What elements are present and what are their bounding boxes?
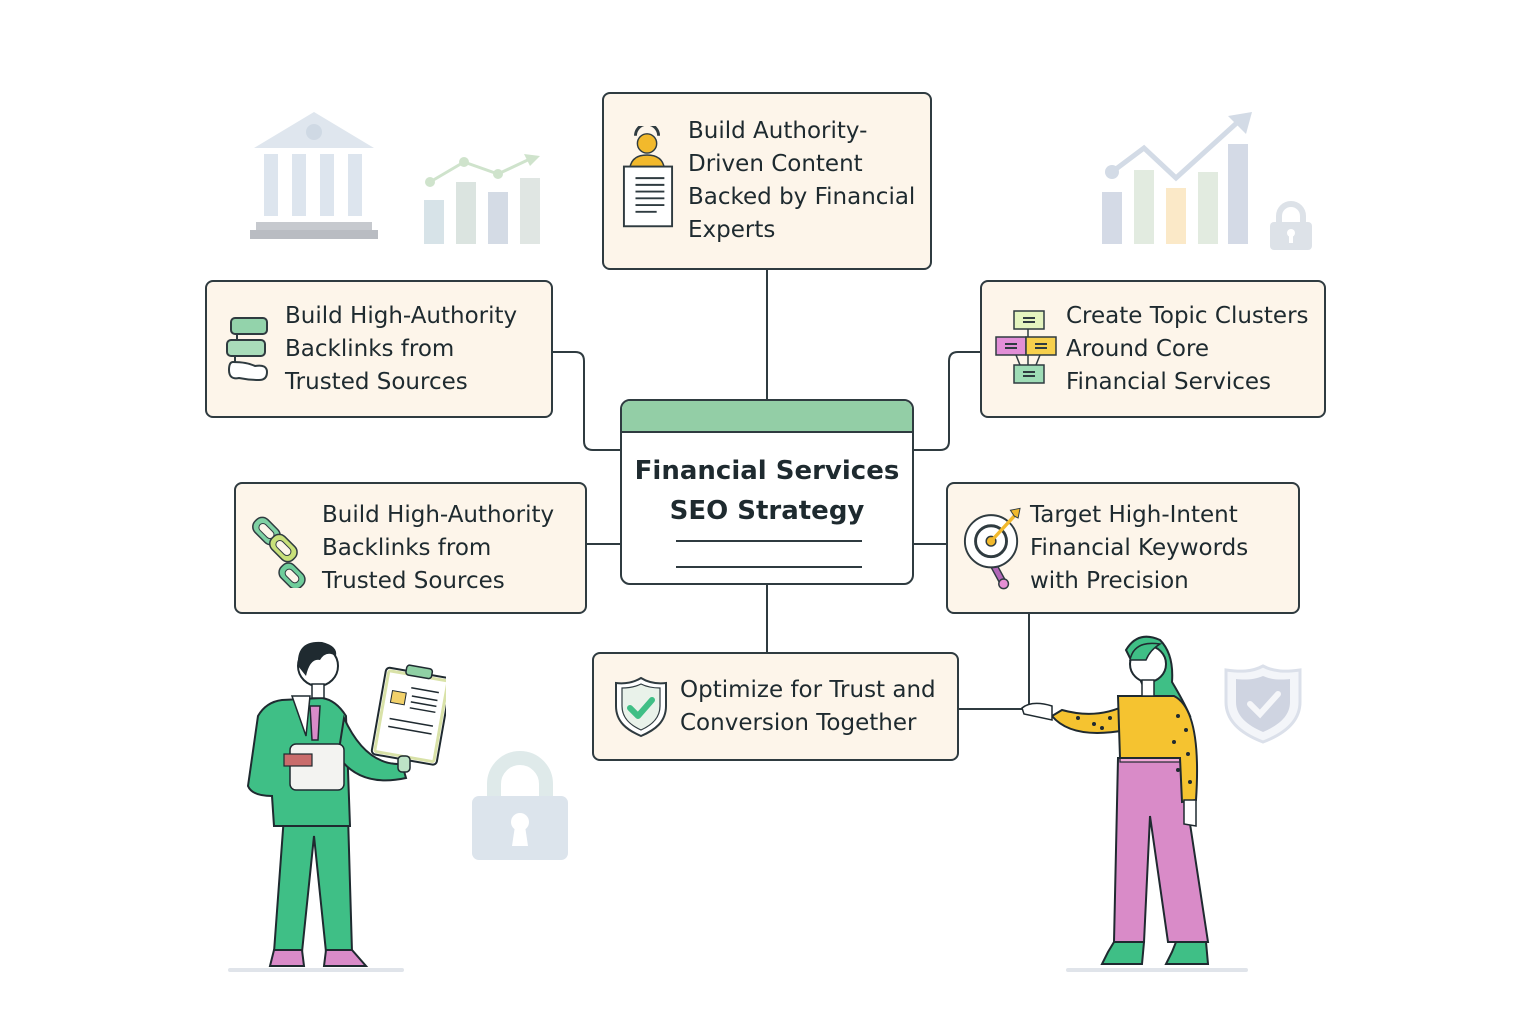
node-backlinks-bottom: Build High-Authority Backlinks from Trus… xyxy=(234,482,587,614)
growth-chart-icon xyxy=(1102,112,1252,244)
chain-link-icon xyxy=(252,508,312,588)
shield-check-icon xyxy=(1224,664,1302,744)
connector-upper-right xyxy=(913,351,981,451)
target-arrow-icon xyxy=(962,503,1022,593)
connector-upper-left xyxy=(552,351,621,451)
bank-building-icon xyxy=(250,112,378,239)
central-title-line2: SEO Strategy xyxy=(669,496,865,526)
central-title-line1: Financial Services xyxy=(634,456,900,486)
shield-check-icon xyxy=(614,676,668,738)
central-underline-2 xyxy=(676,566,862,568)
woman-illustration xyxy=(1021,635,1248,972)
node-label: Optimize for Trust and Conversion Togeth… xyxy=(680,676,936,736)
node-label: Build Authority- Driven Content Backed b… xyxy=(688,118,916,243)
stacked-blocks-icon xyxy=(225,314,271,384)
node-label: Build High-Authority Backlinks from Trus… xyxy=(285,302,518,395)
central-node: Financial Services SEO Strategy xyxy=(620,399,914,585)
businessman-illustration xyxy=(228,641,446,972)
node-label: Build High-Authority Backlinks from Trus… xyxy=(322,501,555,594)
padlock-icon xyxy=(472,751,568,860)
node-label: Create Topic Clusters Around Core Financ… xyxy=(1066,302,1309,395)
central-node-header xyxy=(622,401,912,433)
node-trust-conversion: Optimize for Trust and Conversion Togeth… xyxy=(592,652,959,761)
padlock-icon xyxy=(1270,201,1312,250)
central-underline-1 xyxy=(676,540,862,542)
node-authority-content: Build Authority- Driven Content Backed b… xyxy=(602,92,932,270)
node-keywords: Target High-Intent Financial Keywords wi… xyxy=(946,482,1300,614)
bar-chart-icon xyxy=(424,154,540,244)
node-label: Target High-Intent Financial Keywords wi… xyxy=(1030,501,1249,594)
central-title: Financial Services SEO Strategy xyxy=(622,451,912,531)
node-backlinks-top: Build High-Authority Backlinks from Trus… xyxy=(205,280,553,418)
node-topic-clusters: Create Topic Clusters Around Core Financ… xyxy=(980,280,1326,418)
expert-document-icon xyxy=(622,116,674,246)
cluster-diagram-icon xyxy=(994,307,1058,391)
